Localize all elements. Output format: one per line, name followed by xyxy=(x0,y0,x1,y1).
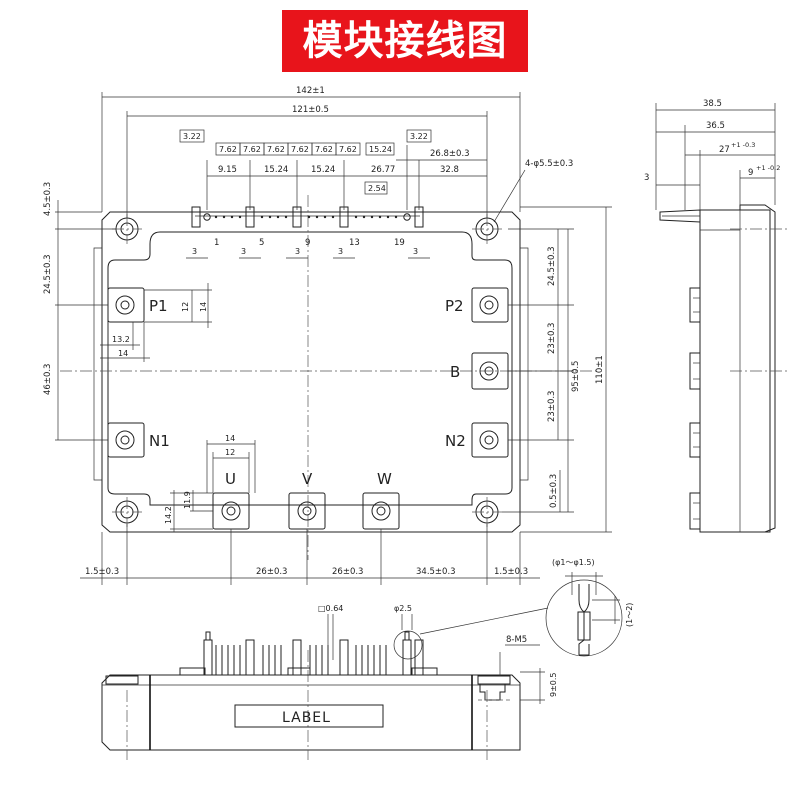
dim-0-5: 0.5±0.3 xyxy=(549,474,559,508)
dim-34-5: 34.5±0.3 xyxy=(416,567,456,577)
side-dim-9-tol: +1 -0.2 xyxy=(756,164,780,172)
pin-number-1: 1 xyxy=(214,238,219,248)
dim-hole-dia: 4-φ5.5±0.3 xyxy=(525,159,573,169)
dim-3-22-right: 3.22 xyxy=(410,132,428,141)
front-dim-2-5: φ2.5 xyxy=(394,604,412,613)
dim-26-a: 26±0.3 xyxy=(256,567,287,577)
dim-7-62-d: 7.62 xyxy=(291,145,309,154)
dim-14-p1: 14 xyxy=(199,302,208,312)
title-banner: 模块接线图 xyxy=(282,10,528,72)
side-dim-27-tol: +1 -0.3 xyxy=(731,141,755,149)
dim-142: 142±1 xyxy=(296,86,325,96)
dim-110: 110±1 xyxy=(595,355,605,384)
label-text: LABEL xyxy=(282,710,331,726)
dim-95: 95±0.5 xyxy=(571,361,581,392)
terminal-label-v: V xyxy=(302,470,313,488)
front-body xyxy=(101,674,521,751)
dim-26-b: 26±0.3 xyxy=(332,567,363,577)
pin-detail: (φ1～φ1.5) (1～2) xyxy=(419,558,634,657)
dim-3-pin9: 3 xyxy=(295,247,300,256)
terminal-label-p2: P2 xyxy=(445,297,464,315)
pin-number-9: 9 xyxy=(305,238,310,248)
case-outline xyxy=(101,211,521,533)
dim-14-2: 14.2 xyxy=(164,506,173,524)
pin-number-19: 19 xyxy=(394,238,405,248)
dim-3-pin13: 3 xyxy=(338,247,343,256)
side-dimensions: 38.5 36.5 27 +1 -0.3 9 +1 -0.2 3 xyxy=(644,99,780,210)
dim-14-u: 14 xyxy=(225,434,235,443)
dim-3-pin5: 3 xyxy=(241,247,246,256)
dim-12-p1: 12 xyxy=(181,302,190,312)
page-title: 模块接线图 xyxy=(302,18,508,64)
bottom-dimensions: 1.5±0.3 26±0.3 26±0.3 34.5±0.3 1.5±0.3 xyxy=(80,524,540,585)
terminal-label-b: B xyxy=(450,363,460,381)
dim-12-u: 12 xyxy=(225,448,235,457)
side-pin xyxy=(659,209,701,223)
dim-46: 46±0.3 xyxy=(43,364,53,395)
signal-pin-row xyxy=(191,206,424,228)
dim-24-5-left: 24.5±0.3 xyxy=(43,254,53,294)
dim-14-left: 14 xyxy=(118,349,128,358)
side-dim-9: 9 xyxy=(748,168,753,178)
dim-7-62-c: 7.62 xyxy=(267,145,285,154)
dim-4-5: 4.5±0.3 xyxy=(43,182,53,216)
dim-7-62-b: 7.62 xyxy=(243,145,261,154)
dim-3-pin1: 3 xyxy=(192,247,197,256)
detail-circle-small xyxy=(393,630,423,660)
dim-24-5-right: 24.5±0.3 xyxy=(547,246,557,286)
dim-7-62-a: 7.62 xyxy=(219,145,237,154)
terminal-label-w: W xyxy=(377,470,392,488)
right-dimensions: 24.5±0.3 23±0.3 23±0.3 95±0.5 110±1 0.5±… xyxy=(502,206,612,533)
dim-23-a: 23±0.3 xyxy=(547,323,557,354)
dim-26-8: 26.8±0.3 xyxy=(430,149,470,159)
front-dim-8-m5: 8-M5 xyxy=(506,635,527,645)
front-dim-9: 9±0.5 xyxy=(549,672,558,697)
pin-diameter-range: (φ1～φ1.5) xyxy=(552,558,595,567)
left-flange xyxy=(93,247,102,481)
side-dim-3: 3 xyxy=(644,173,649,183)
dim-15-24-box: 15.24 xyxy=(369,145,392,154)
dim-15-24-b: 15.24 xyxy=(311,165,335,175)
top-view: P1 P2 B N1 N2 U V W 1 5 9 13 19 xyxy=(60,195,600,560)
terminal-label-n2: N2 xyxy=(445,432,466,450)
dim-121: 121±0.5 xyxy=(292,105,329,115)
dim-11-9: 11.9 xyxy=(183,491,192,509)
dim-7-62-e: 7.62 xyxy=(315,145,333,154)
dim-7-62-f: 7.62 xyxy=(339,145,357,154)
dim-2-54: 2.54 xyxy=(368,184,386,193)
front-pin-comb xyxy=(179,631,438,676)
side-dim-36-5: 36.5 xyxy=(706,121,725,131)
right-flange xyxy=(520,247,529,481)
pin-number-13: 13 xyxy=(349,238,360,248)
top-dimensions: 142±1 121±0.5 3.22 3.22 7.62 7.62 7.62 7… xyxy=(101,86,573,259)
detail-circle-large xyxy=(545,579,623,657)
inner-body xyxy=(107,231,513,506)
dim-26-77: 26.77 xyxy=(371,165,395,175)
dim-3-pin19: 3 xyxy=(413,247,418,256)
label-area xyxy=(234,704,384,728)
side-dim-27: 27 xyxy=(719,145,730,155)
front-view: LABEL 9±0.5 8-M5 □0.64 φ2.5 xyxy=(101,604,558,760)
dim-15-24-a: 15.24 xyxy=(264,165,288,175)
dim-9-15: 9.15 xyxy=(218,165,237,175)
terminal-label-u: U xyxy=(225,470,236,488)
side-view xyxy=(659,204,790,533)
pin-number-5: 5 xyxy=(259,238,264,248)
dim-32-8: 32.8 xyxy=(440,165,459,175)
pin-width-dims: 3 3 3 3 3 xyxy=(186,247,430,259)
terminal-label-n1: N1 xyxy=(149,432,170,450)
dim-23-b: 23±0.3 xyxy=(547,391,557,422)
terminal-label-p1: P1 xyxy=(149,297,168,315)
dim-1-5-right: 1.5±0.3 xyxy=(494,567,528,577)
left-dimensions: 4.5±0.3 24.5±0.3 46±0.3 12 14 13.2 14 14… xyxy=(43,182,256,532)
dim-1-5-left: 1.5±0.3 xyxy=(85,567,119,577)
dim-13-2: 13.2 xyxy=(112,335,130,344)
pin-length-range: (1～2) xyxy=(625,603,634,627)
side-dim-38-5: 38.5 xyxy=(703,99,722,109)
front-dim-0-64: □0.64 xyxy=(318,604,343,613)
dim-3-22-left: 3.22 xyxy=(183,132,201,141)
